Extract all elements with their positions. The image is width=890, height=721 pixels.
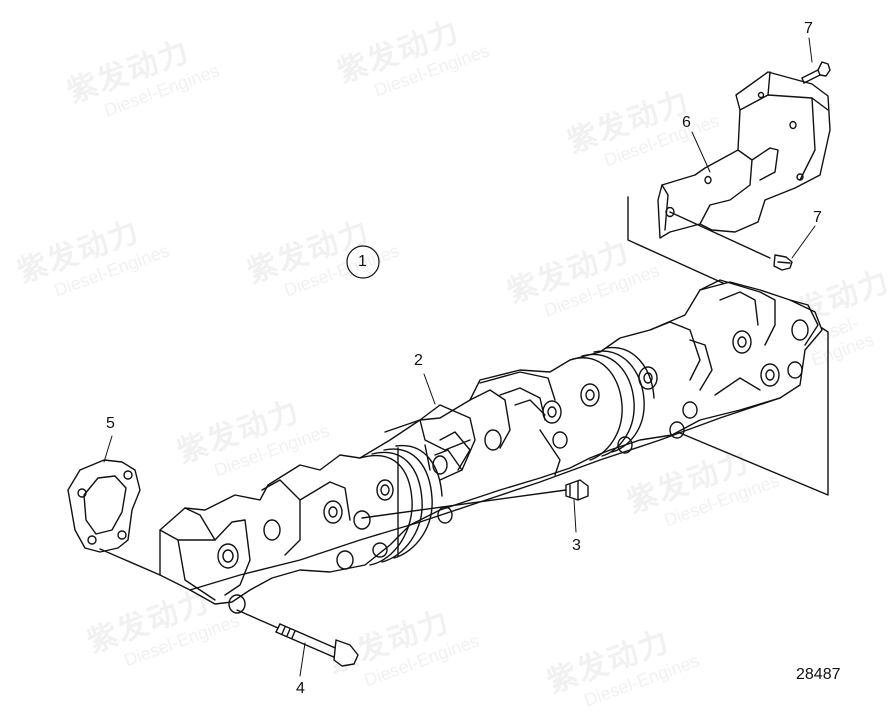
callout-7-right-label: 7 (813, 209, 822, 226)
callout-2-label: 2 (414, 352, 423, 369)
gasket (67, 459, 141, 553)
bolt-4 (275, 623, 359, 667)
line-drawing (67, 37, 831, 677)
bellows-joint-left (359, 444, 453, 566)
heat-shield (657, 71, 831, 239)
bolt-7-top (801, 61, 831, 84)
callout-6-label: 6 (682, 114, 691, 131)
callout-3-label: 3 (572, 537, 581, 554)
exhaust-manifold (159, 279, 823, 614)
turbo-flange-left (384, 404, 476, 481)
bellows-joint-right (569, 346, 655, 461)
assembly-line-plug (361, 489, 567, 519)
figure-number: 28487 (796, 666, 841, 683)
plug-3 (565, 479, 589, 501)
bolt-7-right (773, 254, 793, 271)
right-port (638, 321, 713, 439)
middle-port (469, 371, 568, 476)
callout-4-label: 4 (296, 680, 305, 697)
leader-lines (103, 37, 816, 677)
callout-1-circle (346, 245, 380, 279)
callout-5-label: 5 (106, 415, 115, 432)
assembly-line-gasket (99, 548, 161, 576)
callout-7-top-label: 7 (804, 20, 813, 37)
callout-1-label: 1 (358, 253, 367, 270)
assembly-line-bolt (669, 211, 771, 259)
right-end-block (699, 279, 819, 396)
assembly-line-bolt-4 (236, 609, 279, 629)
assembly-line-bracket (627, 196, 829, 496)
